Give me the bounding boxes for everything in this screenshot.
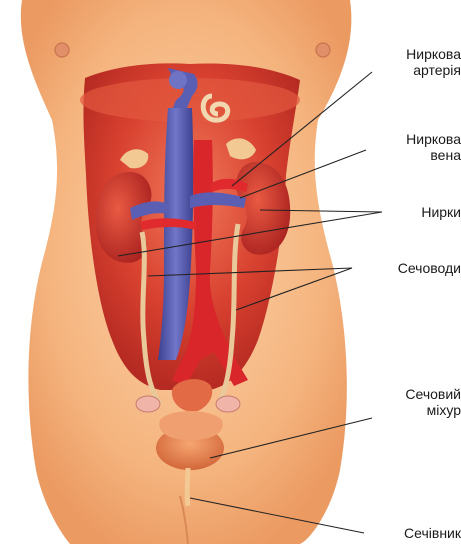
label-renal-vein-line-1: Ниркова: [406, 131, 461, 147]
label-ureters: Сечоводи: [398, 260, 461, 276]
right-nipple: [316, 43, 330, 57]
label-renal-artery: Ниркова артерія: [406, 46, 461, 78]
label-kidneys: Нирки: [421, 204, 461, 220]
top-vessel-opening: [169, 71, 187, 89]
label-renal-artery-line-1: Ниркова: [406, 46, 461, 62]
left-nipple: [55, 43, 69, 57]
left-ovary: [136, 396, 160, 412]
label-renal-artery-line-2: артерія: [406, 62, 461, 78]
label-bladder-line-1: Сечовий: [405, 386, 461, 402]
label-bladder-line-2: міхур: [405, 402, 461, 418]
bladder-top: [159, 411, 223, 440]
urethra: [187, 468, 188, 506]
label-bladder: Сечовий міхур: [405, 386, 461, 418]
right-ovary: [216, 396, 240, 412]
label-urethra: Сечівник: [404, 525, 461, 541]
label-renal-vein: Ниркова вена: [406, 131, 461, 163]
label-renal-vein-line-2: вена: [406, 147, 461, 163]
